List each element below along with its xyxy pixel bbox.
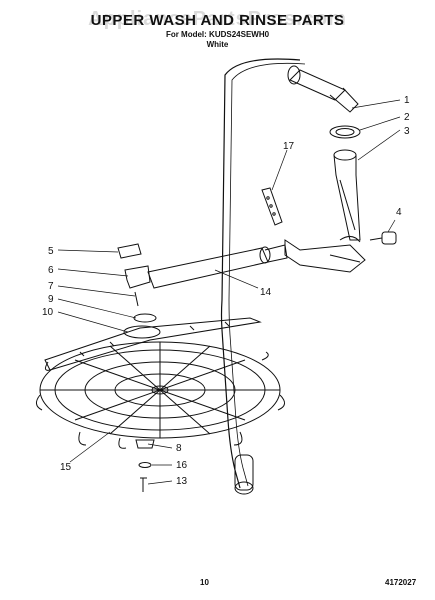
part-7-screw: [134, 291, 139, 307]
part-15-spray-rack: [36, 341, 285, 449]
callout-10: 10: [42, 307, 54, 318]
callout-14: 14: [260, 287, 272, 298]
color-line: White: [206, 40, 229, 49]
leader-lines: [57, 99, 401, 485]
tube-end: [234, 481, 254, 495]
callout-9: 9: [48, 294, 54, 305]
part-14-feed-tube: [147, 244, 288, 289]
page-number: 10: [200, 578, 209, 587]
model-line: For Model: KUDS24SEWH0: [165, 30, 270, 39]
callout-3: 3: [404, 126, 410, 137]
part-8-gasket: [135, 439, 155, 449]
part-3-manifold: [333, 149, 361, 241]
part-2-ring: [329, 125, 361, 139]
manifold-block: [284, 236, 366, 273]
part-17-bracket: [261, 187, 283, 226]
part-9-seal: [133, 313, 157, 323]
part-6-clip: [124, 265, 151, 289]
callout-17: 17: [283, 141, 295, 152]
callout-16: 16: [176, 460, 188, 471]
callout-4: 4: [396, 207, 402, 218]
supply-tube-inner: [228, 63, 306, 487]
callout-2: 2: [404, 112, 410, 123]
part-10-hub: [123, 325, 161, 339]
callout-13: 13: [176, 476, 188, 487]
callout-6: 6: [48, 265, 54, 276]
callout-8: 8: [176, 443, 182, 454]
tube-bottom: [234, 454, 254, 491]
watermark-text: AppliancePartsPros.com: [88, 8, 347, 30]
supply-tube: [220, 58, 301, 489]
part-16-washer: [138, 462, 152, 468]
part-13-screw: [140, 477, 147, 492]
diagram-title: UPPER WASH AND RINSE PARTS: [90, 12, 345, 29]
part-5-cap: [117, 243, 142, 259]
document-part-number: 4172027: [385, 578, 417, 587]
callout-7: 7: [48, 281, 54, 292]
callout-15: 15: [60, 462, 72, 473]
part-4-fitting: [369, 231, 397, 245]
part-1-elbow-tube: [287, 65, 359, 113]
callout-1: 1: [404, 95, 410, 106]
callout-5: 5: [48, 246, 54, 257]
